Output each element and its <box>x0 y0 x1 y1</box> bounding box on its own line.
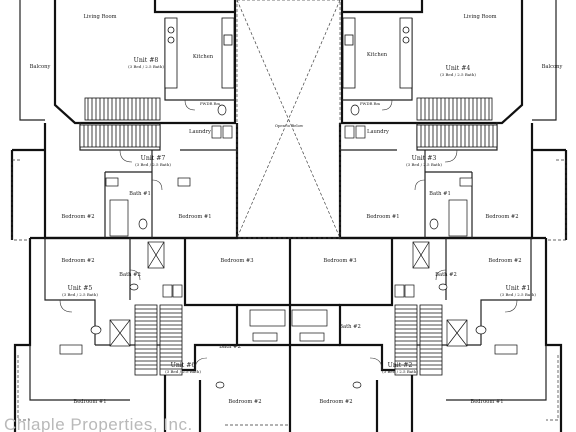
unit-7-label: Unit #7 <box>141 155 166 162</box>
open-to-below-label: Open to Below <box>275 123 304 128</box>
bedroom-2-label-lower-left: Bedroom #2 <box>61 258 94 264</box>
bedroom-1-label-bottom-right: Bedroom #1 <box>470 399 503 405</box>
pwdr-label-left: PWDR Rm <box>200 101 220 106</box>
bedroom-2-label-lower-right: Bedroom #2 <box>488 258 521 264</box>
open-to-below <box>236 0 341 239</box>
balcony-outlines <box>11 159 567 426</box>
bath-2-center-right: Bath #2 <box>339 324 361 330</box>
living-room-label-left: Living Room <box>83 14 116 20</box>
bedroom-label-mid-left-b: Bedroom #1 <box>178 214 211 220</box>
kitchen-counters <box>164 17 413 89</box>
walls <box>10 0 568 432</box>
unit-5-sub: (3 Bed / 2.5 Bath) <box>62 292 98 297</box>
door-swings <box>59 99 518 371</box>
bedroom-label-mid-left-a: Bedroom #2 <box>61 214 94 220</box>
stairs <box>79 97 498 376</box>
watermark: Chiaple Properties, Inc. <box>4 415 193 432</box>
unit-2-label: Unit #2 <box>388 362 413 369</box>
laundry-label-left: Laundry <box>189 129 211 135</box>
living-room-label-right: Living Room <box>463 14 496 20</box>
bedroom-label-mid-right-a: Bedroom #1 <box>366 214 399 220</box>
bedroom-3-label-right: Bedroom #3 <box>323 258 356 264</box>
bath-1-label-right: Bath #1 <box>429 191 451 197</box>
unit-3-label: Unit #3 <box>412 155 437 162</box>
kitchen-label-left: Kitchen <box>193 54 214 60</box>
unit-1-label: Unit #1 <box>506 285 531 292</box>
balcony-label-left: Balcony <box>30 64 51 70</box>
unit-8-sub: (3 Bed / 2.5 Bath) <box>128 64 164 69</box>
bath-2-center-left: Bath #2 <box>219 344 241 350</box>
balcony-label-right: Balcony <box>542 64 563 70</box>
bath-2-label-lower-left: Bath #2 <box>119 272 141 278</box>
bedroom-label-mid-right-b: Bedroom #2 <box>485 214 518 220</box>
unit-1-sub: (3 Bed / 2.5 Bath) <box>500 292 536 297</box>
pwdr-label-right: PWDR Rm <box>360 101 380 106</box>
bedroom-3-label-left: Bedroom #3 <box>220 258 253 264</box>
unit-8-label: Unit #8 <box>134 57 159 64</box>
bath-fixtures <box>59 104 518 389</box>
laundry-label-right: Laundry <box>367 129 389 135</box>
kitchen-label-right: Kitchen <box>367 52 388 58</box>
bath-1-label-left: Bath #1 <box>129 191 151 197</box>
unit-2-sub: (3 Bed / 2.5 Bath) <box>382 369 418 374</box>
unit-4-sub: (3 Bed / 2.5 Bath) <box>440 72 476 77</box>
unit-3-sub: (3 Bed / 2.5 Bath) <box>406 162 442 167</box>
bath-2-label-lower-right: Bath #2 <box>435 272 457 278</box>
bedroom-1-label-bottom-left: Bedroom #1 <box>73 399 106 405</box>
unit-6-sub: (3 Bed / 2.5 Bath) <box>165 369 201 374</box>
unit-5-label: Unit #5 <box>68 285 93 292</box>
unit-7-sub: (3 Bed / 2.5 Bath) <box>135 162 171 167</box>
unit-4-label: Unit #4 <box>446 65 471 72</box>
unit-6-label: Unit #6 <box>171 362 196 369</box>
bedroom-2-label-bottom-left: Bedroom #2 <box>228 399 261 405</box>
bedroom-2-label-bottom-right: Bedroom #2 <box>319 399 352 405</box>
